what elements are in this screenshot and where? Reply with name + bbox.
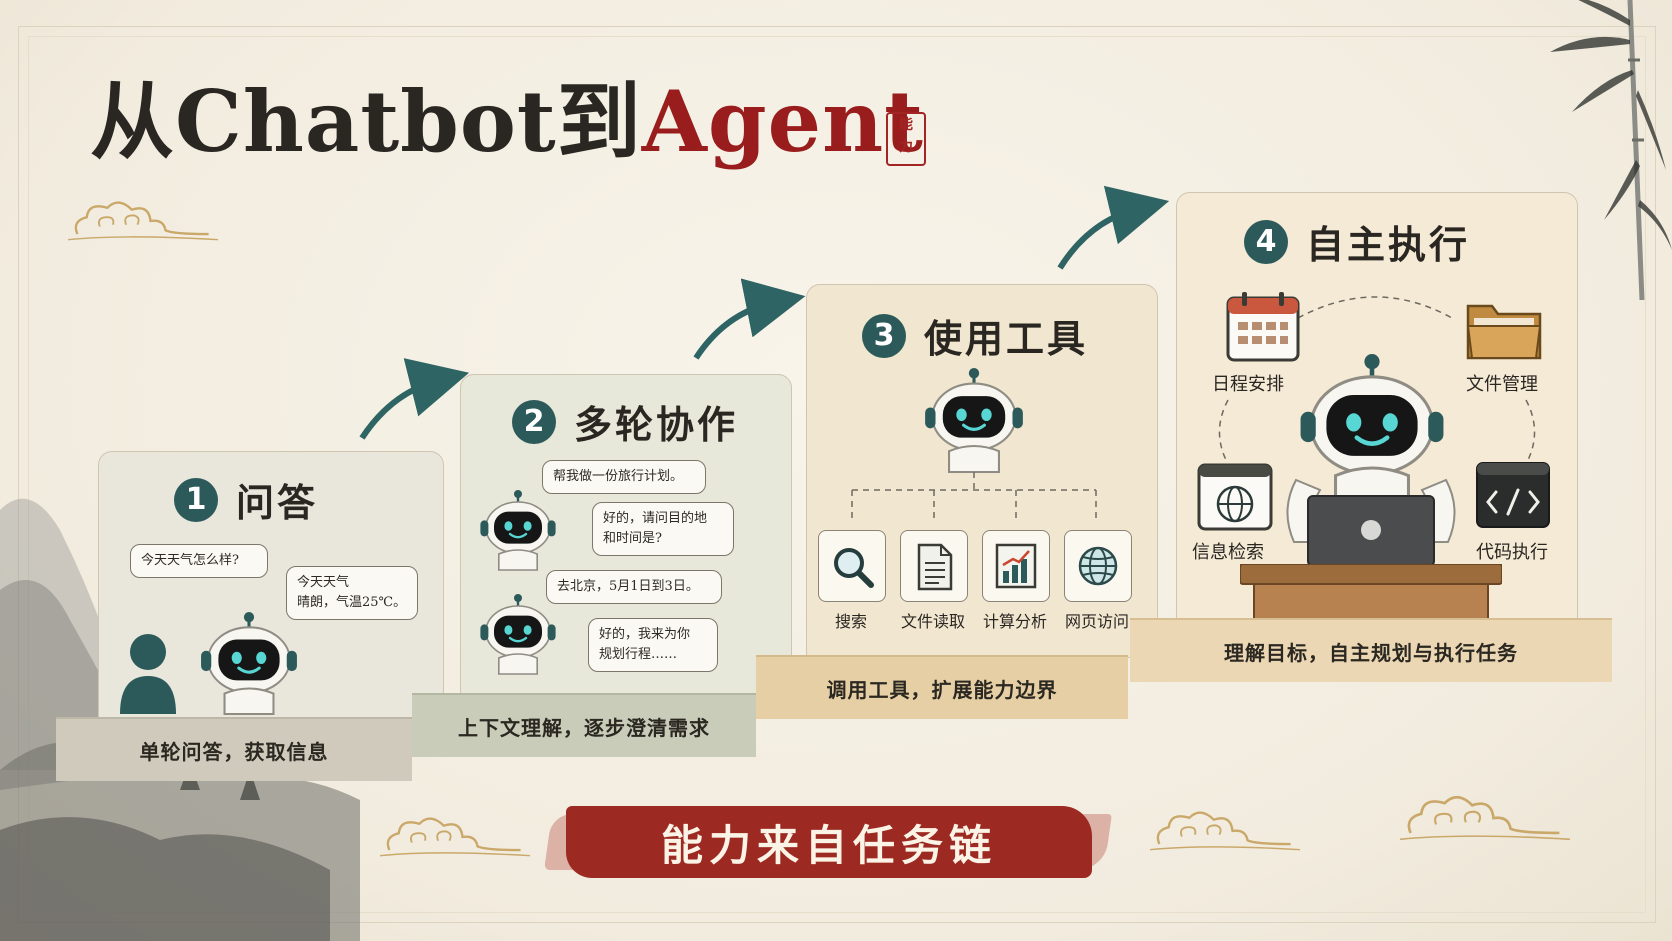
inner-frame	[28, 36, 1646, 913]
stage-3-heading: 3 使用工具	[862, 308, 1088, 363]
stage-2-caption: 上下文理解，逐步澄清需求	[412, 693, 756, 757]
browser-globe-icon	[1197, 463, 1273, 531]
tool-file-read	[900, 530, 968, 602]
stage-3-title: 使用工具	[924, 316, 1089, 361]
tool-search	[818, 530, 886, 602]
stage-2-heading: 2 多轮协作	[512, 394, 738, 449]
stage-3-number: 3	[862, 313, 906, 358]
outer-frame	[18, 26, 1656, 923]
stage-1-bot-bubble: 今天天气 晴朗，气温25℃。	[286, 566, 418, 620]
globe-icon	[1078, 546, 1118, 586]
stage-4-title: 自主执行	[1306, 222, 1471, 267]
stage-1-heading: 1 问答	[174, 472, 318, 527]
stage-4-heading: 4 自主执行	[1244, 214, 1470, 269]
arrow-2-to-3	[693, 278, 806, 360]
laptop-icon	[1298, 495, 1444, 572]
stage-2-number: 2	[512, 399, 556, 444]
stage-4-dashed-orbit	[1218, 296, 1536, 461]
user-person-icon	[120, 634, 176, 714]
code-terminal-icon	[1476, 462, 1550, 528]
stage-1-robot-icon	[198, 610, 300, 716]
tool-compute	[982, 530, 1050, 602]
browser-globe-label: 信息检索	[1192, 542, 1264, 563]
stage-1-title: 问答	[236, 480, 319, 525]
red-seal-stamp: 能力	[886, 112, 926, 166]
page-title: 从Chatbot到Agent	[90, 80, 924, 164]
bottom-banner: 能力来自任务链	[566, 806, 1092, 878]
title-chatbot: 从Chatbot到	[90, 72, 642, 171]
stage-4-caption: 理解目标，自主规划与执行任务	[1130, 618, 1612, 682]
stage-3-connector-lines	[851, 472, 1097, 520]
folder-icon	[1466, 304, 1542, 360]
tool-web-access	[1064, 530, 1132, 602]
arrow-3-to-4	[1057, 185, 1170, 270]
tool-compute-label: 计算分析	[982, 612, 1047, 631]
stage-2-title: 多轮协作	[574, 402, 739, 447]
calendar-label: 日程安排	[1212, 374, 1284, 395]
tool-file-read-label: 文件读取	[900, 612, 965, 631]
folder-label: 文件管理	[1466, 374, 1538, 395]
stage-1-number: 1	[174, 477, 218, 522]
wooden-desk	[1240, 564, 1502, 622]
calendar-icon	[1226, 292, 1300, 362]
tool-search-label: 搜索	[834, 612, 867, 631]
stage-2-bot-bubble-1: 好的，请问目的地 和时间是?	[592, 502, 734, 556]
document-icon	[917, 543, 953, 591]
stage-2-user-bubble-2: 去北京，5月1日到3日。	[546, 570, 722, 604]
bar-chart-icon	[995, 543, 1037, 589]
stage-3-caption: 调用工具，扩展能力边界	[756, 655, 1128, 719]
stage-2-user-bubble-1: 帮我做一份旅行计划。	[542, 460, 706, 494]
stage-2-robot-icon-2	[478, 592, 558, 676]
stage-2-bot-bubble-2: 好的，我来为你 规划行程……	[588, 618, 718, 672]
stage-1-user-bubble: 今天天气怎么样?	[130, 544, 268, 578]
stage-4-number: 4	[1244, 219, 1288, 264]
bamboo-decoration	[1550, 0, 1672, 300]
stage-1-caption: 单轮问答，获取信息	[56, 717, 412, 781]
stage-3-robot-icon	[922, 366, 1026, 474]
arrow-1-to-2	[359, 358, 470, 440]
magnifier-icon	[834, 548, 874, 588]
code-terminal-label: 代码执行	[1476, 542, 1548, 563]
tool-web-access-label: 网页访问	[1064, 612, 1129, 631]
stage-2-robot-icon-1	[478, 488, 558, 572]
title-agent: Agent	[641, 72, 924, 171]
